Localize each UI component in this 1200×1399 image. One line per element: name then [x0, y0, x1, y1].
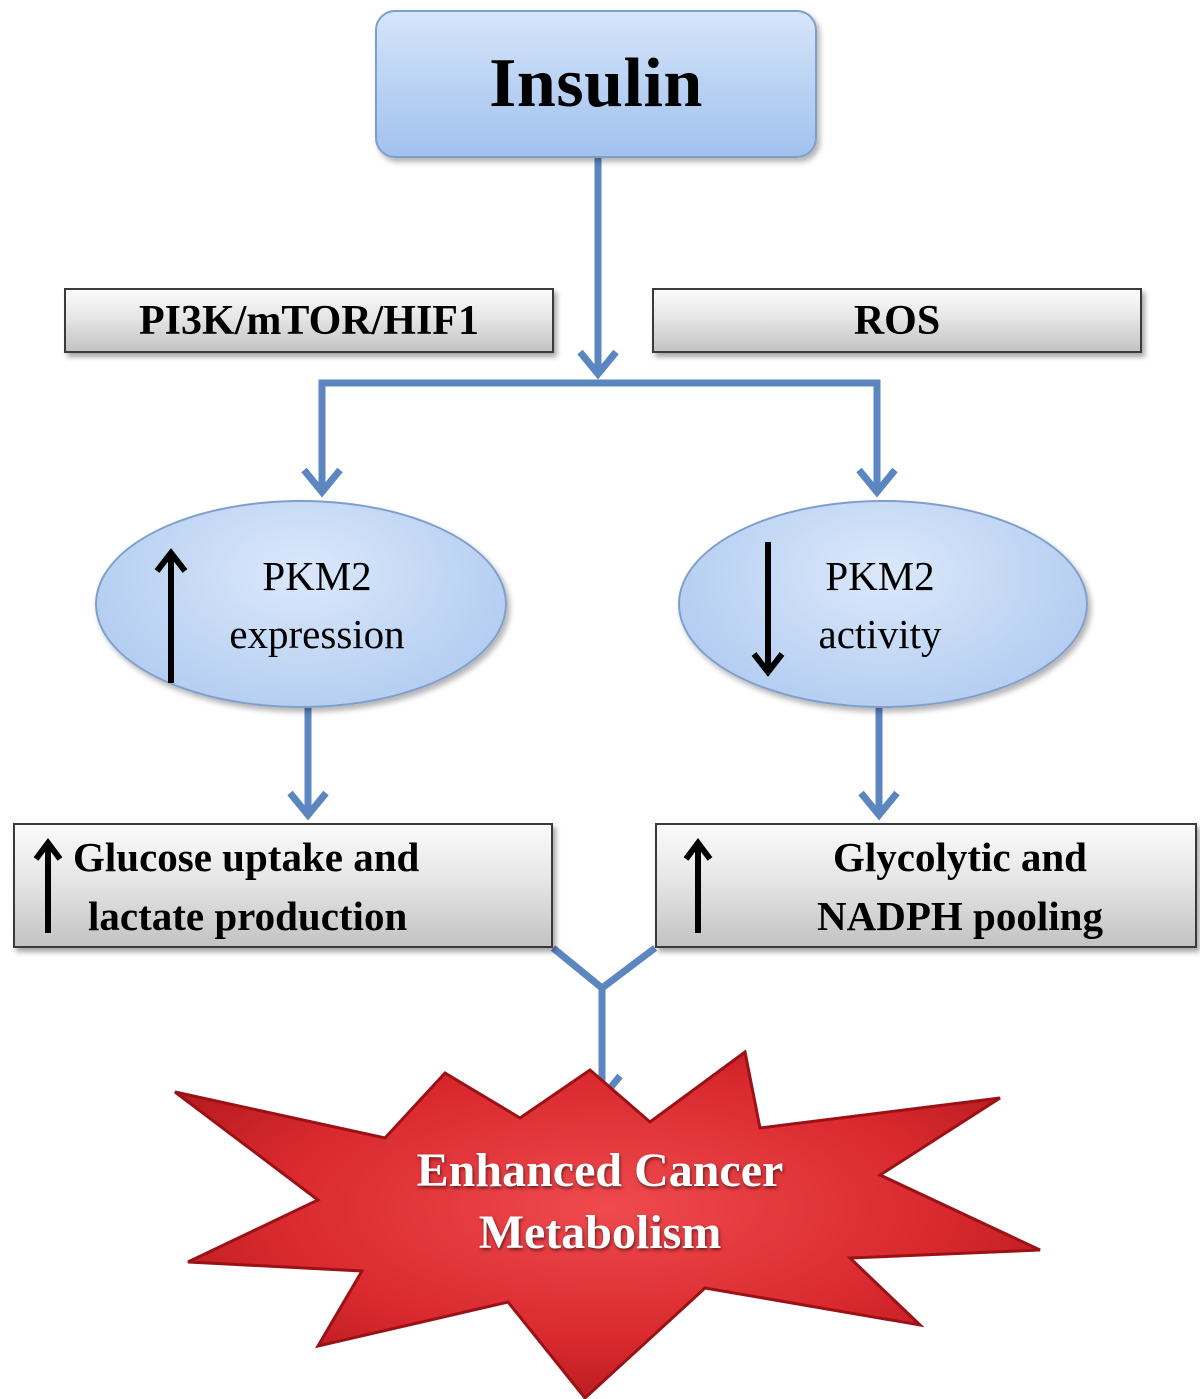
lactate-production-label: lactate production — [88, 893, 408, 939]
left-split-arrowhead — [301, 467, 343, 498]
right-split-arrowhead — [856, 467, 898, 498]
pathway-node: PI3K/mTOR/HIF1 — [64, 288, 554, 353]
pathway-label: PI3K/mTOR/HIF1 — [139, 297, 479, 344]
merge-connector — [550, 945, 658, 993]
insulin-node: Insulin — [375, 10, 817, 158]
glycolytic-nadph-node: Glycolytic and NADPH pooling — [655, 823, 1197, 948]
glycolytic-label: Glycolytic and — [833, 834, 1087, 880]
expression-label: expression — [229, 611, 405, 657]
insulin-arrowhead — [577, 349, 619, 380]
split-connector — [318, 379, 881, 488]
outcome-text: Enhanced Cancer Metabolism — [300, 1140, 900, 1265]
down-arrow-icon — [751, 542, 785, 677]
up-arrow-icon — [33, 838, 63, 933]
pkm2-label: PKM2 — [825, 553, 935, 599]
activity-label: activity — [818, 611, 942, 657]
up-arrow-icon — [154, 548, 188, 683]
outcome-line2: Metabolism — [478, 1206, 722, 1260]
nadph-pooling-label: NADPH pooling — [817, 893, 1103, 939]
expression-down-arrowhead — [287, 790, 329, 821]
pkm2-label: PKM2 — [262, 553, 372, 599]
insulin-label: Insulin — [489, 45, 703, 122]
ros-label: ROS — [853, 297, 941, 344]
outcome-line1: Enhanced Cancer — [416, 1144, 784, 1197]
glucose-uptake-label: Glucose uptake and — [73, 834, 420, 880]
outcome-burst-shape — [174, 1049, 1041, 1399]
pkm2-activity-node: PKM2 activity — [678, 500, 1088, 708]
glucose-lactate-node: Glucose uptake and lactate production — [13, 823, 553, 948]
ros-node: ROS — [652, 288, 1142, 353]
pkm2-expression-node: PKM2 expression — [95, 500, 507, 708]
activity-down-arrowhead — [858, 790, 900, 821]
up-arrow-icon — [683, 838, 713, 933]
